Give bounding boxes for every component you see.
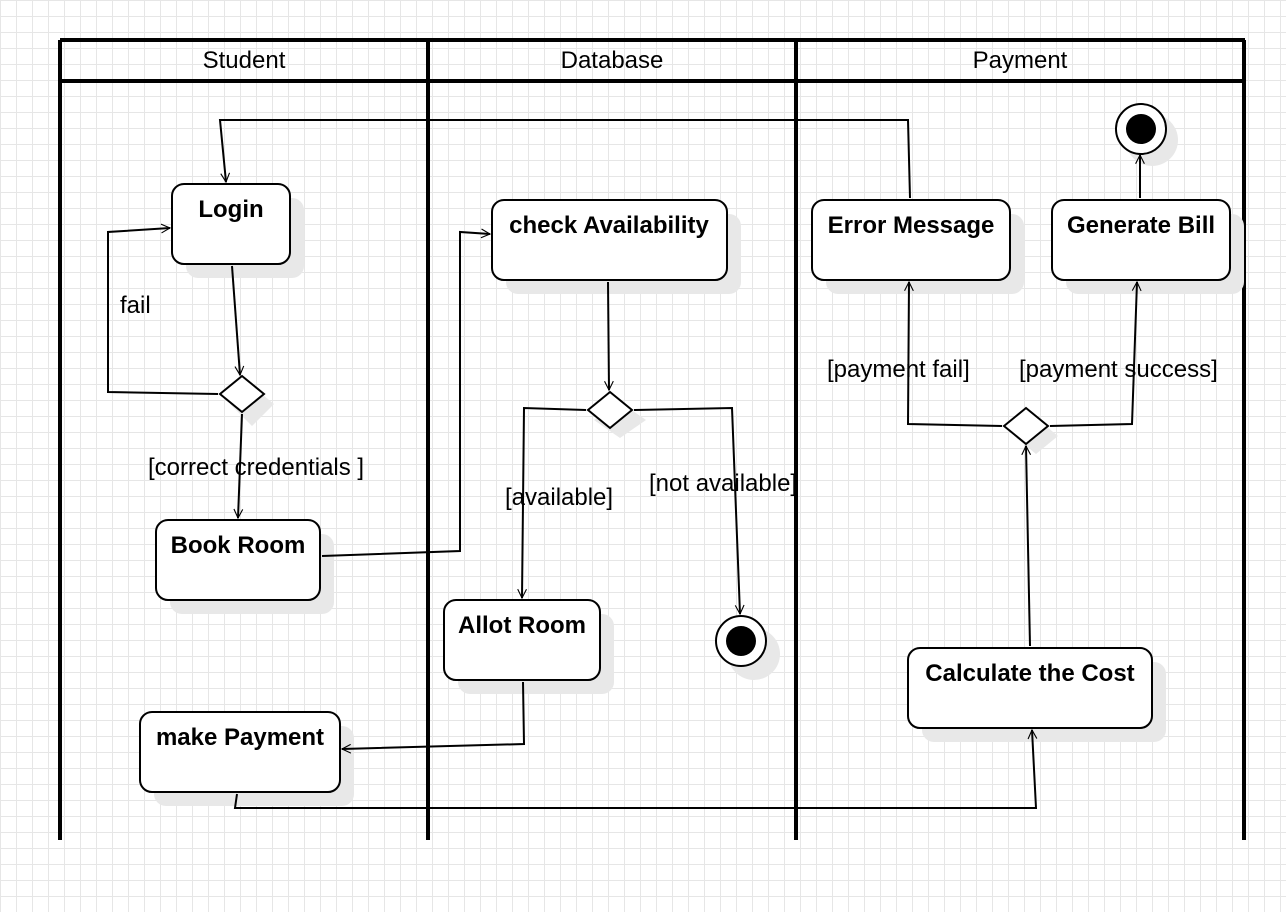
swimlane-frame xyxy=(58,38,1246,840)
action-login: Login xyxy=(171,183,291,265)
edge-check-to-decision xyxy=(608,281,609,390)
lane-title-database: Database xyxy=(561,47,664,74)
action-book-room-label: Book Room xyxy=(171,532,306,559)
edge-label-available: [available] xyxy=(505,484,613,511)
action-calculate-cost: Calculate the Cost xyxy=(907,647,1153,729)
edge-fail-loop xyxy=(107,228,219,395)
edge-label-payment-success: [payment success] xyxy=(1019,356,1218,383)
edge-calculate-to-decision xyxy=(1026,446,1030,647)
decision-login xyxy=(218,374,266,414)
lane-title-student: Student xyxy=(203,47,286,74)
edge-available xyxy=(522,406,587,598)
edge-allot-to-make-payment xyxy=(342,681,526,749)
edge-error-to-login xyxy=(218,119,911,199)
lane-title-payment: Payment xyxy=(973,47,1068,74)
action-error-message-label: Error Message xyxy=(828,212,995,239)
edge-label-correct-credentials: [correct credentials ] xyxy=(148,454,364,481)
edge-login-to-decision xyxy=(231,265,240,375)
edge-label-payment-fail: [payment fail] xyxy=(827,356,970,383)
action-login-label: Login xyxy=(198,196,263,223)
action-generate-bill: Generate Bill xyxy=(1051,199,1231,281)
final-node-payment xyxy=(1115,103,1167,155)
action-check-availability: check Availability xyxy=(491,199,728,281)
edges xyxy=(107,119,1140,809)
edge-book-room-to-check xyxy=(321,232,490,557)
action-error-message: Error Message xyxy=(811,199,1011,281)
action-allot-room-label: Allot Room xyxy=(458,612,586,639)
edge-make-payment-to-calculate xyxy=(233,730,1036,809)
decision-payment xyxy=(1002,406,1050,446)
action-book-room: Book Room xyxy=(155,519,321,601)
edge-not-available xyxy=(633,406,740,614)
edge-label-fail: fail xyxy=(120,292,151,319)
edge-payment-success xyxy=(1049,282,1137,427)
edge-decision-to-book-room xyxy=(238,413,242,518)
action-calculate-cost-label: Calculate the Cost xyxy=(925,660,1134,687)
edge-label-not-available: [not available] xyxy=(649,470,797,497)
action-make-payment-label: make Payment xyxy=(156,724,324,751)
action-generate-bill-label: Generate Bill xyxy=(1067,212,1215,239)
action-make-payment: make Payment xyxy=(139,711,341,793)
edge-payment-fail xyxy=(908,282,1003,427)
action-check-availability-label: check Availability xyxy=(509,212,709,239)
final-node-database xyxy=(715,615,767,667)
action-allot-room: Allot Room xyxy=(443,599,601,681)
decision-availability xyxy=(586,390,634,430)
